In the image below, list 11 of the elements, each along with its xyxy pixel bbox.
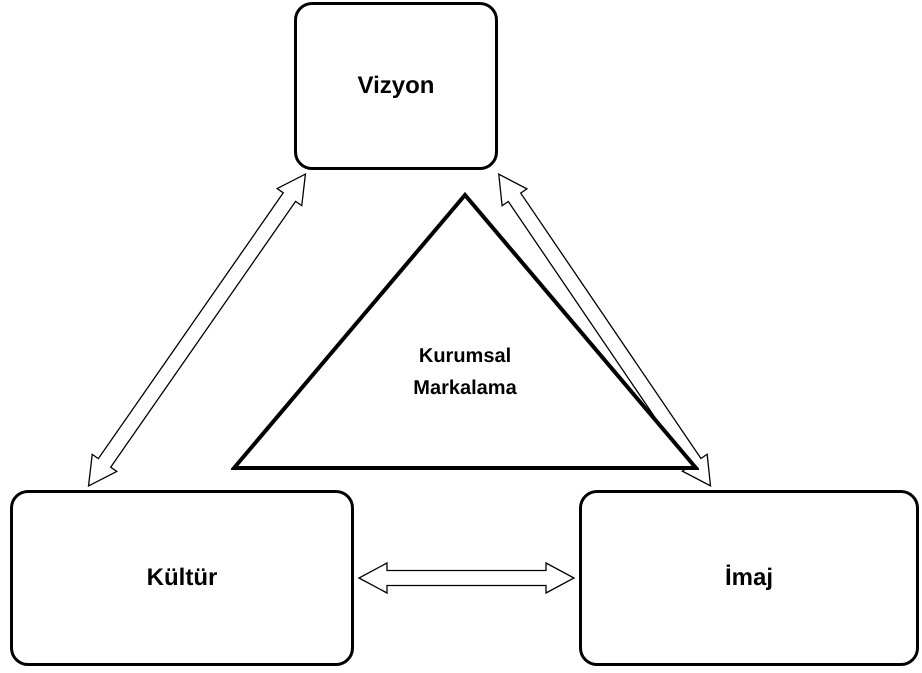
double-arrow <box>358 562 576 594</box>
triangle-shape <box>231 192 699 471</box>
node-label: İmaj <box>724 564 774 592</box>
node-label: Kurumsal Markalama <box>412 344 518 400</box>
rounded-box <box>294 2 498 170</box>
node-label: Kültür <box>146 564 218 592</box>
rounded-box <box>10 490 354 666</box>
rounded-box <box>579 490 919 666</box>
double-arrow <box>498 173 712 487</box>
node-label: Vizyon <box>358 72 434 100</box>
double-arrow <box>88 172 306 488</box>
